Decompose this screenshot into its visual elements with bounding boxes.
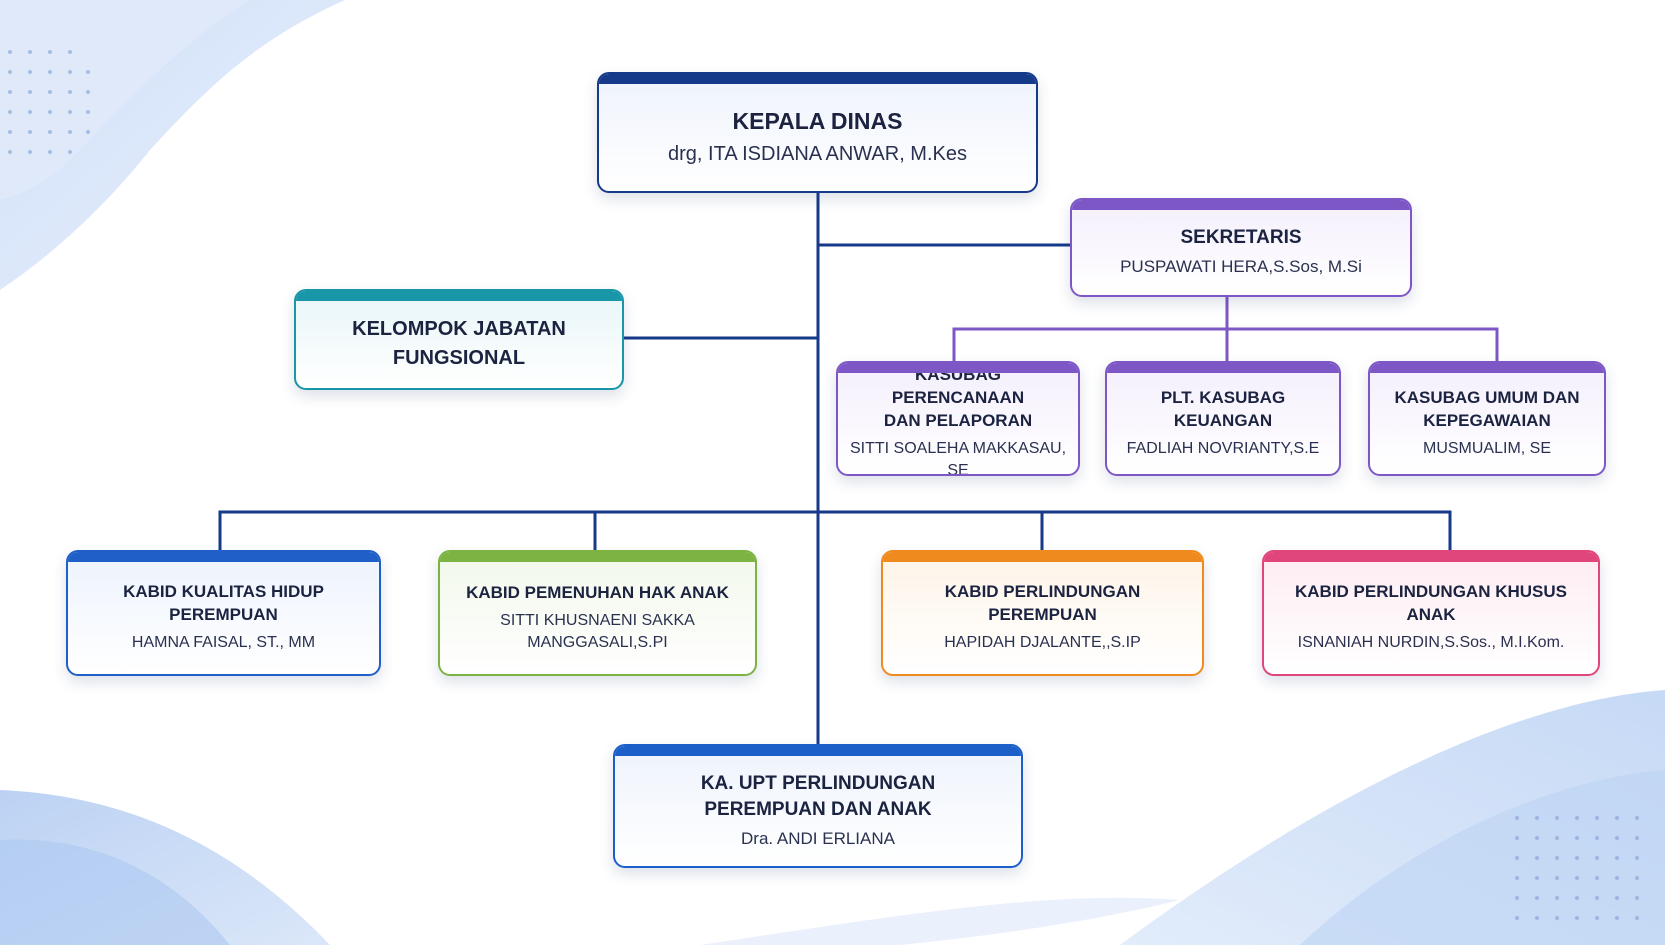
node-person: ISNANIAH NURDIN,S.Sos., M.I.Kom. (1297, 634, 1565, 651)
node-accent-bar (599, 74, 1036, 84)
node-title: KASUBAG UMUM DAN KEPEGAWAIAN (1394, 387, 1580, 430)
bidang-bus-line (218, 510, 1452, 550)
node-person: SITTI KHUSNAENI SAKKA MANGGASALI,S.PI (500, 611, 695, 651)
node-kepala-dinas: KEPALA DINAS drg, ITA ISDIANA ANWAR, M.K… (597, 72, 1038, 193)
node-kasubag-keuangan: PLT. KASUBAG KEUANGAN FADLIAH NOVRIANTY,… (1105, 361, 1341, 476)
node-title: KABID PERLINDUNGAN PEREMPUAN (944, 582, 1141, 624)
node-ka-upt-perlindungan: KA. UPT PERLINDUNGAN PEREMPUAN DAN ANAK … (613, 744, 1023, 868)
node-kabid-pemenuhan-hak-anak: KABID PEMENUHAN HAK ANAK SITTI KHUSNAENI… (438, 550, 757, 676)
node-title: KABID PERLINDUNGAN KHUSUS ANAK (1294, 582, 1567, 624)
node-person: MUSMUALIM, SE (1422, 439, 1551, 457)
node-kelompok-jabatan-fungsional: KELOMPOK JABATAN FUNGSIONAL (294, 289, 624, 390)
node-person: PUSPAWATI HERA,S.Sos, M.Si (1120, 257, 1362, 276)
node-person: Dra. ANDI ERLIANA (741, 828, 895, 848)
node-title: SEKRETARIS (1180, 227, 1302, 248)
node-title: KA. UPT PERLINDUNGAN PEREMPUAN DAN ANAK (700, 772, 936, 820)
node-title: KASUBAG PERENCANAAN DAN PELAPORAN (883, 365, 1033, 430)
node-accent-bar (68, 552, 379, 562)
node-accent-bar (1072, 200, 1410, 210)
node-accent-bar (1370, 363, 1604, 373)
node-accent-bar (615, 746, 1021, 756)
node-kasubag-perencanaan: KASUBAG PERENCANAAN DAN PELAPORAN SITTI … (836, 361, 1080, 476)
node-person: HAMNA FAISAL, ST., MM (131, 634, 316, 651)
node-title: KABID PEMENUHAN HAK ANAK (466, 582, 729, 602)
node-accent-bar (296, 291, 622, 301)
node-kasubag-umum-kepegawaian: KASUBAG UMUM DAN KEPEGAWAIAN MUSMUALIM, … (1368, 361, 1606, 476)
node-person: drg, ITA ISDIANA ANWAR, M.Kes (668, 142, 967, 165)
node-accent-bar (440, 552, 755, 562)
node-person: SITTI SOALEHA MAKKASAU, SE (849, 440, 1067, 476)
node-accent-bar (1107, 363, 1339, 373)
node-accent-bar (838, 363, 1078, 373)
node-title: KEPALA DINAS (732, 107, 903, 134)
node-accent-bar (883, 552, 1202, 562)
dot-grid-top-left (8, 50, 90, 154)
node-title: KELOMPOK JABATAN FUNGSIONAL (352, 317, 566, 369)
node-sekretaris: SEKRETARIS PUSPAWATI HERA,S.Sos, M.Si (1070, 198, 1412, 297)
node-kabid-perlindungan-khusus-anak: KABID PERLINDUNGAN KHUSUS ANAK ISNANIAH … (1262, 550, 1600, 676)
node-kabid-perlindungan-perempuan: KABID PERLINDUNGAN PEREMPUAN HAPIDAH DJA… (881, 550, 1204, 676)
dot-grid-bottom-right (1515, 816, 1639, 920)
node-title: PLT. KASUBAG KEUANGAN (1160, 387, 1286, 430)
node-accent-bar (1264, 552, 1598, 562)
node-title: KABID KUALITAS HIDUP PEREMPUAN (123, 582, 324, 624)
node-kabid-kualitas-hidup-perempuan: KABID KUALITAS HIDUP PEREMPUAN HAMNA FAI… (66, 550, 381, 676)
node-person: FADLIAH NOVRIANTY,S.E (1126, 439, 1320, 457)
node-person: HAPIDAH DJALANTE,,S.IP (944, 634, 1141, 651)
